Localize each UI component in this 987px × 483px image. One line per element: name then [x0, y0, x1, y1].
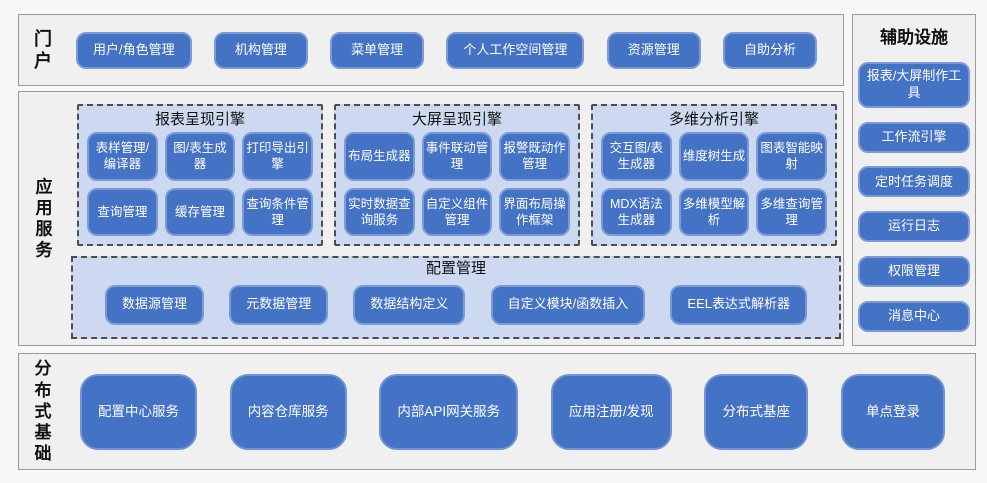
engine-multidim-analysis: 多维分析引擎 交互图/表生成器 维度树生成 图表智能映射 MDX语法生成器 多维…	[591, 104, 837, 246]
engine-button[interactable]: 表样管理/编译器	[87, 132, 158, 181]
engine-button[interactable]: 布局生成器	[344, 132, 415, 181]
aux-button-report-maker[interactable]: 报表/大屏制作工具	[858, 61, 970, 108]
engine-button[interactable]: 自定义组件管理	[421, 187, 493, 236]
config-button-datastructure[interactable]: 数据结构定义	[353, 284, 466, 325]
config-button-metadata[interactable]: 元数据管理	[229, 284, 329, 325]
engine-grid: 交互图/表生成器 维度树生成 图表智能映射 MDX语法生成器 多维模型解析 多维…	[601, 132, 827, 236]
engine-button[interactable]: MDX语法生成器	[601, 187, 672, 236]
engine-button[interactable]: 报警既动作管理	[499, 132, 570, 181]
infra-button-distributed-base[interactable]: 分布式基座	[704, 373, 809, 450]
distributed-label: 分布式基础	[34, 359, 52, 464]
aux-button-permission[interactable]: 权限管理	[858, 256, 970, 288]
auxiliary-panel: 辅助设施 报表/大屏制作工具 工作流引擎 定时任务调度 运行日志 权限管理 消息…	[852, 14, 976, 346]
engine-button[interactable]: 查询管理	[87, 187, 158, 236]
distributed-foundation-section: 分布式基础 配置中心服务 内容仓库服务 内部API网关服务 应用注册/发现 分布…	[18, 353, 976, 470]
config-title: 配置管理	[425, 260, 486, 277]
config-button-eel-parser[interactable]: EEL表达式解析器	[670, 284, 807, 325]
engine-button[interactable]: 事件联动管理	[421, 132, 493, 181]
engine-group-row: 报表呈现引擎 表样管理/编译器 图/表生成器 打印导出引擎 查询管理 缓存管理 …	[77, 104, 837, 246]
engine-bigscreen-rendering: 大屏呈现引擎 布局生成器 事件联动管理 报警既动作管理 实时数据查询服务 自定义…	[334, 104, 580, 246]
engine-button[interactable]: 多维模型解析	[678, 187, 750, 236]
engine-report-rendering: 报表呈现引擎 表样管理/编译器 图/表生成器 打印导出引擎 查询管理 缓存管理 …	[77, 104, 323, 246]
engine-button[interactable]: 多维查询管理	[756, 187, 827, 236]
aux-button-workflow[interactable]: 工作流引擎	[858, 121, 970, 153]
portal-button-menu[interactable]: 菜单管理	[330, 31, 425, 69]
engine-button[interactable]: 打印导出引擎	[242, 132, 313, 181]
config-button-custom-module[interactable]: 自定义模块/函数插入	[490, 284, 646, 325]
engine-button[interactable]: 图表智能映射	[756, 132, 827, 181]
engine-button[interactable]: 界面布局操作框架	[499, 187, 570, 236]
engine-button[interactable]: 维度树生成	[678, 132, 750, 181]
engine-grid: 布局生成器 事件联动管理 报警既动作管理 实时数据查询服务 自定义组件管理 界面…	[344, 132, 570, 236]
portal-button-row: 用户/角色管理 机构管理 菜单管理 个人工作空间管理 资源管理 自助分析	[76, 31, 817, 69]
engine-button[interactable]: 交互图/表生成器	[601, 132, 672, 181]
engine-title: 报表呈现引擎	[154, 111, 245, 128]
engine-title: 多维分析引擎	[668, 111, 759, 128]
engine-button[interactable]: 查询条件管理	[242, 187, 313, 236]
aux-button-runlog[interactable]: 运行日志	[858, 211, 970, 243]
engine-title: 大屏呈现引擎	[411, 111, 502, 128]
portal-button-user-role[interactable]: 用户/角色管理	[76, 31, 192, 69]
portal-label: 门户	[34, 28, 52, 72]
app-services-section: 应用服务 报表呈现引擎 表样管理/编译器 图/表生成器 打印导出引擎 查询管理 …	[18, 91, 844, 346]
portal-section: 门户 用户/角色管理 机构管理 菜单管理 个人工作空间管理 资源管理 自助分析	[18, 14, 844, 86]
config-button-datasource[interactable]: 数据源管理	[105, 284, 205, 325]
auxiliary-title: 辅助设施	[880, 28, 948, 47]
engine-button[interactable]: 缓存管理	[164, 187, 236, 236]
config-management-group: 配置管理 数据源管理 元数据管理 数据结构定义 自定义模块/函数插入 EEL表达…	[71, 256, 841, 339]
engine-button[interactable]: 图/表生成器	[164, 132, 236, 181]
infra-button-content-repo[interactable]: 内容仓库服务	[229, 373, 347, 450]
engine-grid: 表样管理/编译器 图/表生成器 打印导出引擎 查询管理 缓存管理 查询条件管理	[87, 132, 313, 236]
portal-button-resource[interactable]: 资源管理	[606, 31, 701, 69]
config-button-row: 数据源管理 元数据管理 数据结构定义 自定义模块/函数插入 EEL表达式解析器	[105, 280, 807, 329]
portal-button-org[interactable]: 机构管理	[213, 31, 308, 69]
infra-button-sso[interactable]: 单点登录	[840, 373, 945, 450]
aux-button-message-center[interactable]: 消息中心	[858, 300, 970, 332]
portal-button-self-analysis[interactable]: 自助分析	[722, 31, 817, 69]
distributed-button-row: 配置中心服务 内容仓库服务 内部API网关服务 应用注册/发现 分布式基座 单点…	[80, 373, 945, 450]
infra-button-config-center[interactable]: 配置中心服务	[80, 373, 197, 450]
app-services-label: 应用服务	[35, 177, 53, 260]
infra-button-app-registry[interactable]: 应用注册/发现	[550, 373, 672, 450]
engine-button[interactable]: 实时数据查询服务	[344, 187, 415, 236]
aux-button-scheduler[interactable]: 定时任务调度	[858, 166, 970, 198]
portal-button-workspace[interactable]: 个人工作空间管理	[446, 31, 585, 69]
infra-button-api-gateway[interactable]: 内部API网关服务	[379, 373, 519, 450]
